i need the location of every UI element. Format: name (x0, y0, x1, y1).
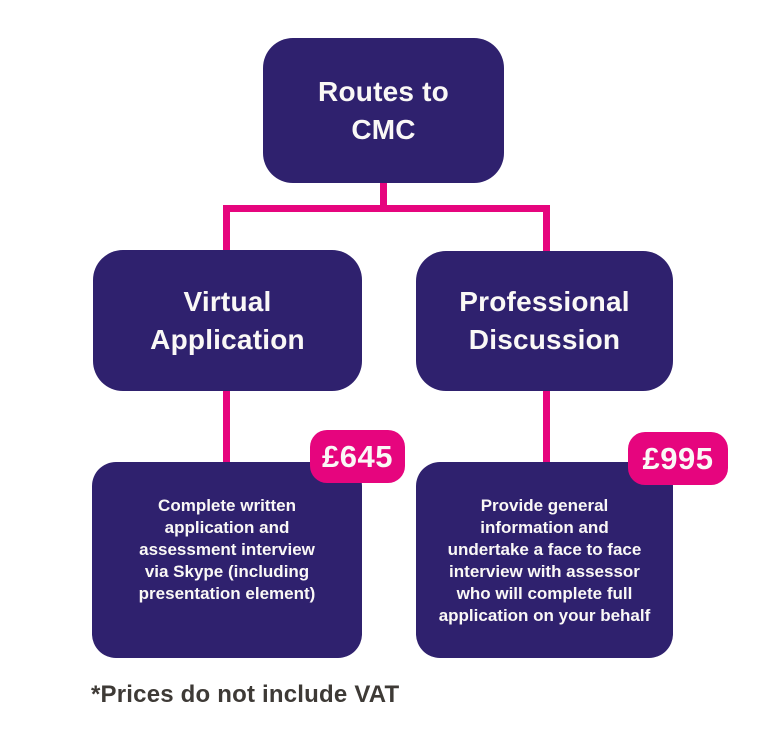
root-node: Routes to CMC (263, 38, 504, 183)
branch-node-professional-discussion: Professional Discussion (416, 251, 673, 391)
description-text-professional-discussion: Provide general information and undertak… (438, 496, 651, 626)
price-label-virtual-application: £645 (322, 438, 393, 474)
branch-title-professional-discussion: Professional Discussion (459, 286, 630, 355)
root-node-title: Routes to CMC (318, 75, 449, 145)
price-label-professional-discussion: £995 (642, 440, 714, 476)
branch-node-virtual-application: Virtual Application (93, 250, 362, 391)
connector-root-vertical (380, 180, 387, 210)
description-node-virtual-application: Complete written application and assessm… (92, 462, 362, 658)
description-node-professional-discussion: Provide general information and undertak… (416, 462, 673, 658)
price-badge-professional-discussion: £995 (628, 432, 728, 485)
connector-horizontal (223, 205, 550, 212)
branch-title-virtual-application: Virtual Application (150, 285, 305, 355)
vat-footnote: *Prices do not include VAT (91, 681, 400, 708)
description-text-virtual-application: Complete written application and assessm… (138, 496, 316, 604)
price-badge-virtual-application: £645 (310, 430, 405, 483)
